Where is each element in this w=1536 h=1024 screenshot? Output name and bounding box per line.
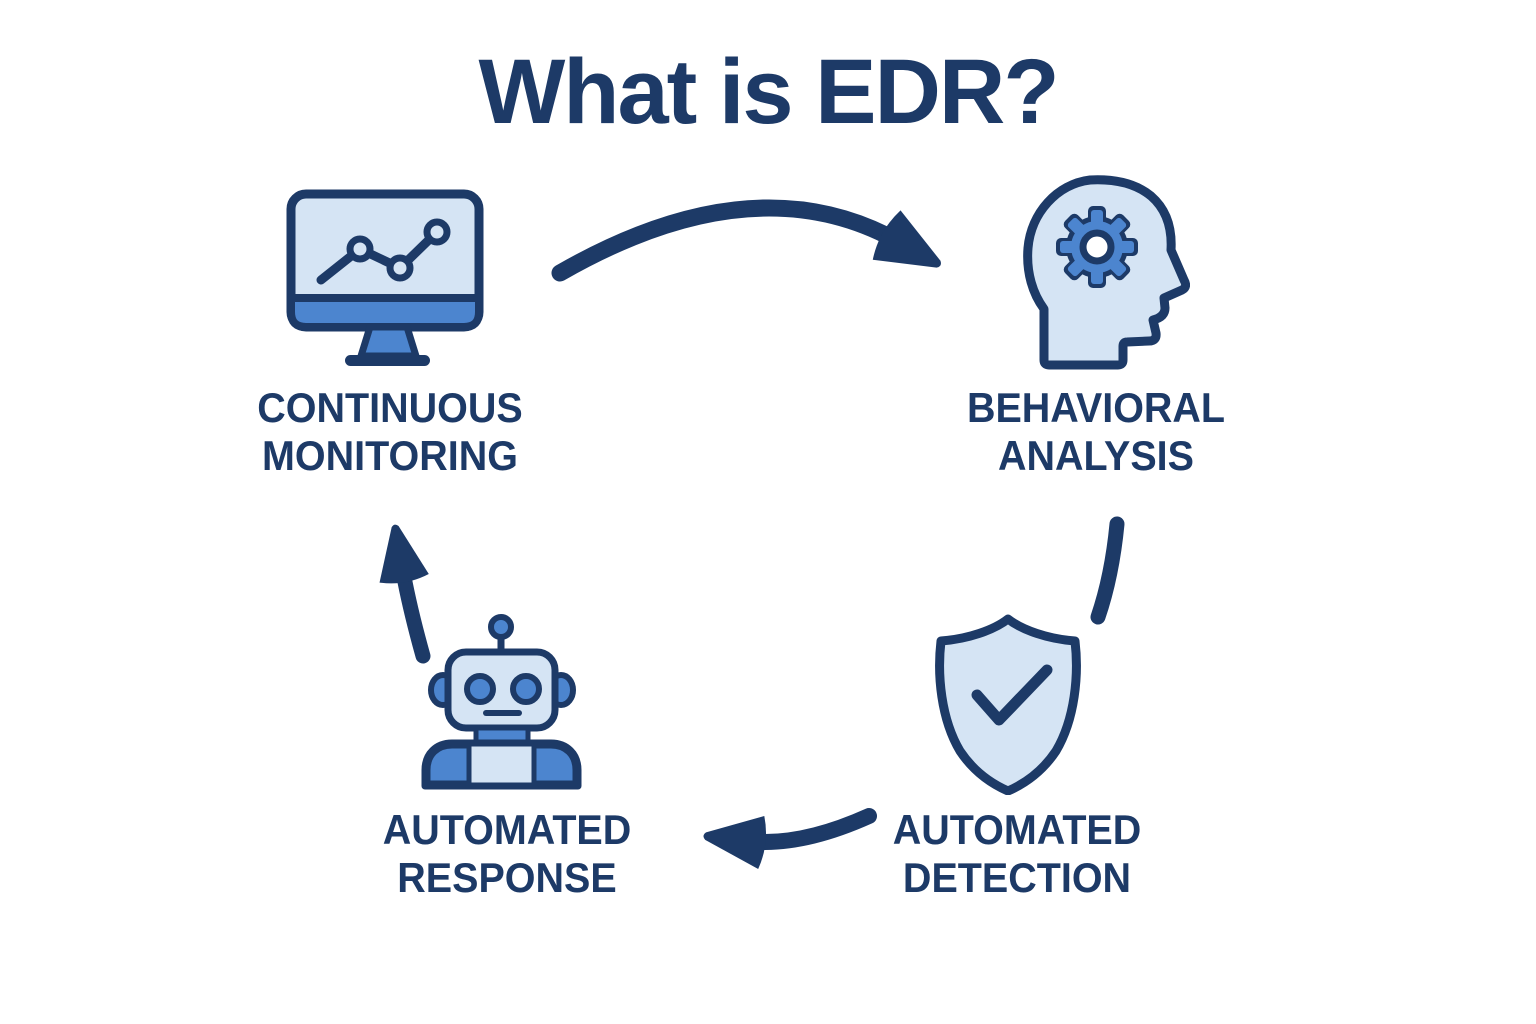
label-line: AUTOMATED xyxy=(892,806,1142,853)
label-line: RESPONSE xyxy=(397,854,617,901)
shield-check-icon xyxy=(935,614,1081,795)
checkmark-icon xyxy=(971,664,1053,726)
label-continuous-monitoring: CONTINUOUS MONITORING xyxy=(183,384,597,480)
label-automated-detection: AUTOMATED DETECTION xyxy=(810,806,1224,902)
label-line: DETECTION xyxy=(902,854,1132,901)
gear-icon xyxy=(1056,206,1138,288)
head-gear-icon xyxy=(1023,175,1190,370)
label-line: MONITORING xyxy=(262,432,518,479)
label-line: BEHAVIORAL xyxy=(966,384,1226,431)
arrow-response-to-monitoring xyxy=(379,524,431,664)
label-behavioral-analysis: BEHAVIORAL ANALYSIS xyxy=(889,384,1303,480)
arrow-detection-to-response xyxy=(703,808,877,870)
label-line: CONTINUOUS xyxy=(257,384,523,431)
page-title: What is EDR? xyxy=(478,41,1059,143)
label-line: ANALYSIS xyxy=(997,432,1194,479)
label-automated-response: AUTOMATED RESPONSE xyxy=(300,806,714,902)
monitor-line-chart-icon xyxy=(286,189,484,366)
label-line: AUTOMATED xyxy=(382,806,632,853)
arrow-monitoring-to-analysis xyxy=(551,199,941,282)
arrow-analysis-to-detection xyxy=(1090,516,1125,625)
robot-icon xyxy=(421,614,582,790)
